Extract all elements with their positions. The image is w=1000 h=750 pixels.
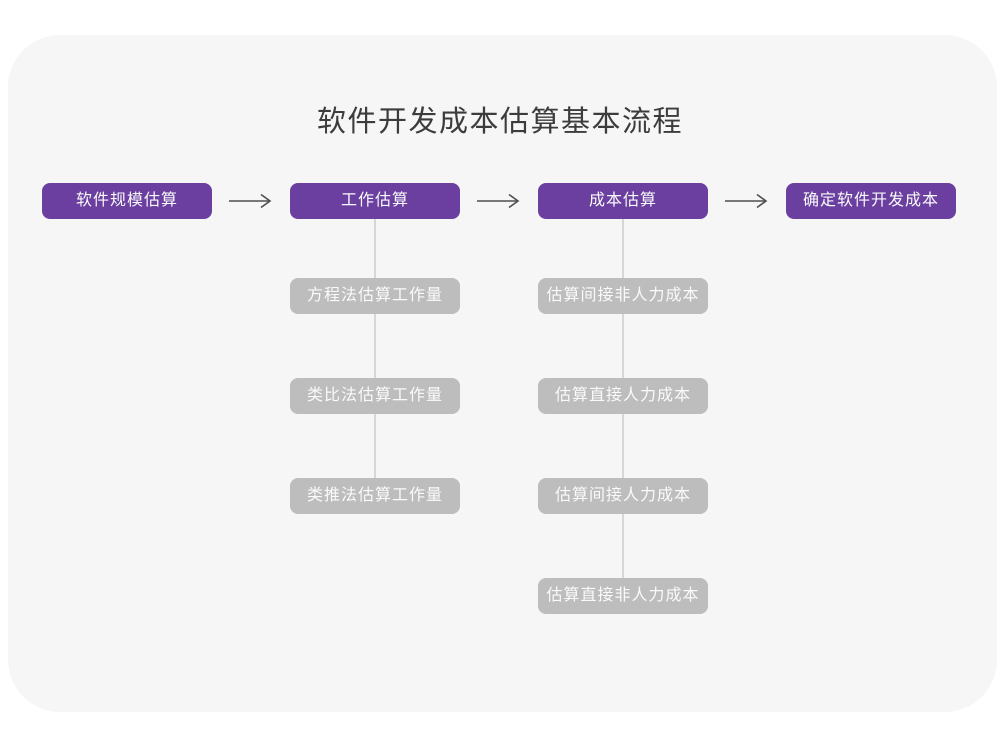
diagram-title: 软件开发成本估算基本流程 xyxy=(316,106,683,138)
connector-line-work-estimation xyxy=(374,218,376,480)
subnode-analogy-method-effort: 类比法估算工作量 xyxy=(290,378,460,414)
subnode-indirect-non-labor-cost: 估算间接非人力成本 xyxy=(538,278,708,314)
subnode-direct-labor-cost: 估算直接人力成本 xyxy=(538,378,708,414)
flowchart-card xyxy=(8,35,997,712)
node-work-estimation: 工作估算 xyxy=(290,183,460,219)
node-cost-estimation: 成本估算 xyxy=(538,183,708,219)
right-arrow-icon xyxy=(228,193,274,209)
node-determine-software-dev-cost: 确定软件开发成本 xyxy=(786,183,956,219)
subnode-direct-non-labor-cost: 估算直接非人力成本 xyxy=(538,578,708,614)
subnode-extrapolation-method-effort: 类推法估算工作量 xyxy=(290,478,460,514)
right-arrow-icon xyxy=(476,193,522,209)
right-arrow-icon xyxy=(724,193,770,209)
subnode-equation-method-effort: 方程法估算工作量 xyxy=(290,278,460,314)
subnode-indirect-labor-cost: 估算间接人力成本 xyxy=(538,478,708,514)
node-software-scale-estimation: 软件规模估算 xyxy=(42,183,212,219)
